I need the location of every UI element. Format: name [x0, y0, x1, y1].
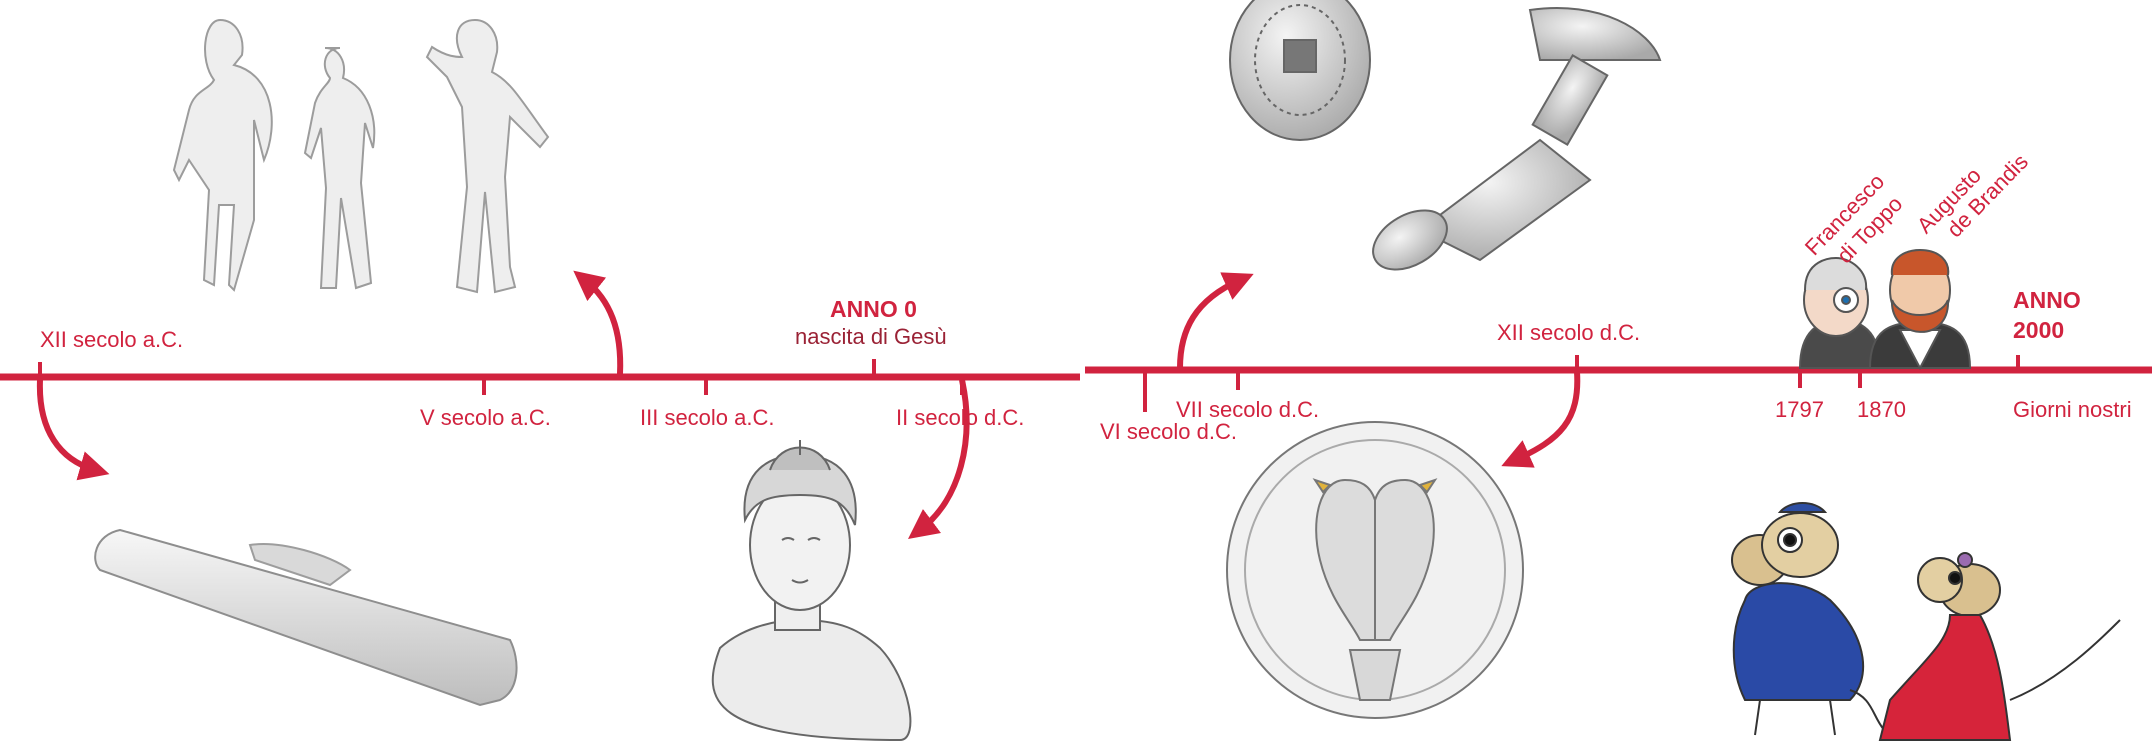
round-brooch: [1230, 0, 1370, 140]
mouse-characters: [1732, 503, 2120, 740]
medallion-two-eagles: [1227, 422, 1523, 718]
label-1870: 1870: [1857, 398, 1906, 422]
label-1797: 1797: [1775, 398, 1824, 422]
arrow-xii-dc: [1515, 372, 1577, 460]
label-anno0-sub: nascita di Gesù: [795, 325, 947, 349]
arrow-vi-dc: [1180, 280, 1240, 368]
label-v-ac: V secolo a.C.: [420, 406, 551, 430]
long-fibula: [1363, 8, 1660, 282]
arrow-xii-ac: [40, 380, 95, 470]
label-ii-dc: II secolo d.C.: [896, 406, 1024, 430]
bronze-statuettes: [174, 20, 548, 292]
label-xii-dc: XII secolo d.C.: [1497, 321, 1640, 345]
label-giorni-nostri: Giorni nostri: [2013, 398, 2132, 422]
female-bust: [713, 440, 911, 740]
label-vii-dc: VII secolo d.C.: [1176, 398, 1319, 422]
label-anno2000-year: 2000: [2013, 318, 2064, 343]
bronze-tube: [95, 530, 516, 705]
label-anno0-title: ANNO 0: [830, 297, 917, 322]
francesco-di-toppo-portrait: [1800, 258, 1880, 368]
label-iii-ac: III secolo a.C.: [640, 406, 775, 430]
label-vi-dc: VI secolo d.C.: [1100, 420, 1237, 444]
label-anno2000-title: ANNO: [2013, 288, 2081, 313]
arrow-ii-dc: [920, 380, 967, 530]
arrow-v-ac: [585, 280, 620, 374]
label-xii-ac: XII secolo a.C.: [40, 328, 183, 352]
augusto-de-brandis-portrait: [1870, 250, 1970, 368]
